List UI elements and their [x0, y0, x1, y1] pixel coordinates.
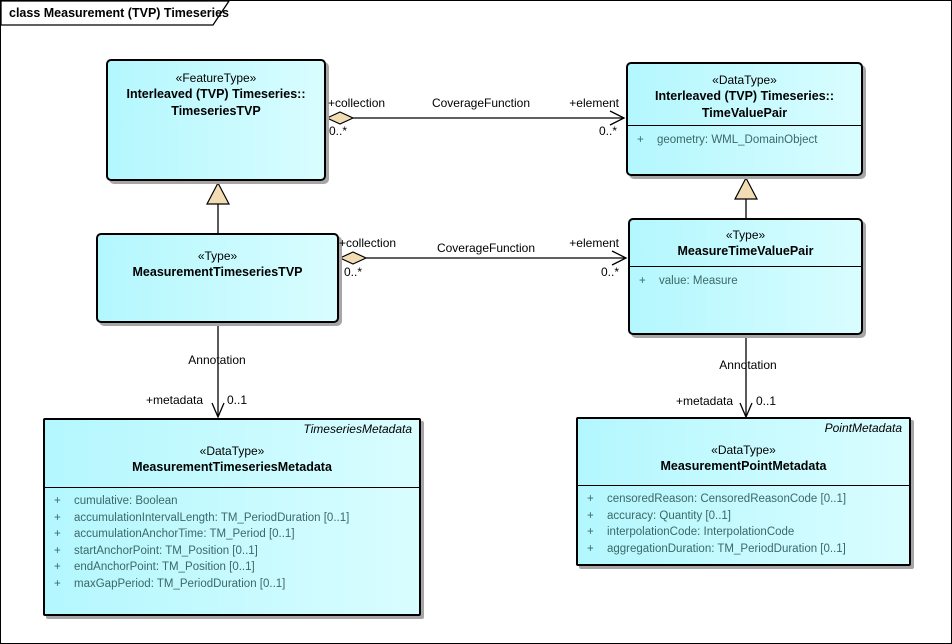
- open-arrow-icon: [211, 402, 225, 419]
- attribute-row: +startAnchorPoint: TM_Position [0..1]: [54, 544, 258, 557]
- class-box-time-value-pair[interactable]: «DataType» Interleaved (TVP) Timeseries:…: [626, 62, 863, 176]
- multiplicity-label: 0..*: [329, 124, 348, 138]
- annotation-connector-left[interactable]: [211, 323, 225, 419]
- class-box-measurement-timeseries-tvp[interactable]: «Type» MeasurementTimeseriesTVP: [96, 233, 339, 323]
- attribute-row: +interpolationCode: InterpolationCode: [587, 526, 795, 539]
- annotation-connector-right[interactable]: [739, 335, 753, 419]
- role-label-metadata: +metadata: [145, 393, 203, 407]
- class-box-measure-time-value-pair[interactable]: «Type» MeasureTimeValuePair + value: Mea…: [628, 218, 863, 335]
- class-name: Interleaved (TVP) Timeseries::: [126, 87, 306, 101]
- open-arrow-icon: [611, 250, 628, 266]
- attribute-row: +censoredReason: CensoredReasonCode [0..…: [587, 493, 847, 505]
- open-arrow-icon: [609, 110, 626, 126]
- multiplicity-label: 0..*: [344, 265, 363, 279]
- aggregation-diamond-icon: [325, 111, 355, 125]
- diagram-title: class Measurement (TVP) Timeseries: [9, 6, 230, 20]
- role-label-collection: +collection: [328, 96, 386, 110]
- class-box-measurement-point-metadata[interactable]: PointMetadata «DataType» MeasurementPoin…: [576, 417, 911, 566]
- connector-name-coveragefunction: CoverageFunction: [431, 96, 531, 110]
- attribute-row: +accumulationAnchorTime: TM_Period [0..1…: [54, 528, 295, 541]
- stereotype-label: «Type»: [725, 228, 766, 242]
- class-name: TimeValuePair: [701, 105, 788, 120]
- generalization-triangle-icon: [734, 176, 758, 200]
- class-name: MeasurementTimeseriesTVP: [132, 265, 303, 279]
- class-name: MeasurementPointMetadata: [660, 459, 827, 473]
- multiplicity-label: 0..*: [600, 265, 619, 279]
- generalization-connector-left[interactable]: [206, 181, 230, 233]
- stereotype-label: «DataType»: [712, 73, 777, 87]
- multiplicity-label: 0..*: [598, 124, 617, 138]
- stereotype-label: «DataType»: [711, 443, 776, 457]
- generalization-connector-right[interactable]: [734, 176, 758, 218]
- frame-tab-shape: [1, 1, 230, 26]
- aggregation-connector-mid[interactable]: [338, 250, 628, 266]
- role-label-element: +element: [569, 96, 619, 110]
- class-box-measurement-timeseries-metadata[interactable]: TimeseriesMetadata «DataType» Measuremen…: [43, 418, 421, 616]
- connector-name-annotation: Annotation: [188, 353, 246, 367]
- multiplicity-label: 0..1: [227, 393, 248, 407]
- stereotype-label: «Type»: [197, 249, 238, 263]
- attribute-row: +accuracy: Quantity [0..1]: [587, 509, 732, 522]
- class-box-timeseries-tvp[interactable]: «FeatureType» Interleaved (TVP) Timeseri…: [106, 59, 326, 181]
- aggregation-connector-top[interactable]: [325, 110, 626, 126]
- role-label-element: +element: [569, 236, 619, 250]
- class-name: TimeseriesTVP: [171, 103, 261, 118]
- attribute-row: +aggregationDuration: TM_PeriodDuration …: [587, 542, 846, 555]
- connector-name-coveragefunction: CoverageFunction: [436, 241, 536, 255]
- aggregation-diamond-icon: [338, 251, 368, 265]
- stereotype-label: «DataType»: [199, 444, 265, 458]
- connector-name-annotation: Annotation: [719, 358, 777, 372]
- generalization-triangle-icon: [206, 181, 230, 205]
- attribute-row: +maxGapPeriod: TM_PeriodDuration [0..1]: [54, 577, 286, 590]
- role-label-metadata: +metadata: [675, 394, 733, 408]
- attribute-row: +endAnchorPoint: TM_Position [0..1]: [54, 561, 255, 574]
- class-name: MeasureTimeValuePair: [677, 244, 814, 258]
- attribute-row: + value: Measure: [639, 275, 738, 287]
- classifier-tag: PointMetadata: [824, 421, 902, 435]
- role-label-collection: +collection: [339, 236, 397, 250]
- attribute-row: +accumulationIntervalLength: TM_PeriodDu…: [54, 511, 350, 524]
- classifier-tag: TimeseriesMetadata: [303, 422, 412, 436]
- attribute-row: + geometry: WML_DomainObject: [637, 134, 818, 146]
- class-name: MeasurementTimeseriesMetadata: [132, 460, 332, 474]
- class-name: Interleaved (TVP) Timeseries::: [654, 89, 834, 103]
- stereotype-label: «FeatureType»: [175, 71, 257, 85]
- attribute-row: +cumulative: Boolean: [54, 495, 178, 507]
- multiplicity-label: 0..1: [756, 394, 777, 408]
